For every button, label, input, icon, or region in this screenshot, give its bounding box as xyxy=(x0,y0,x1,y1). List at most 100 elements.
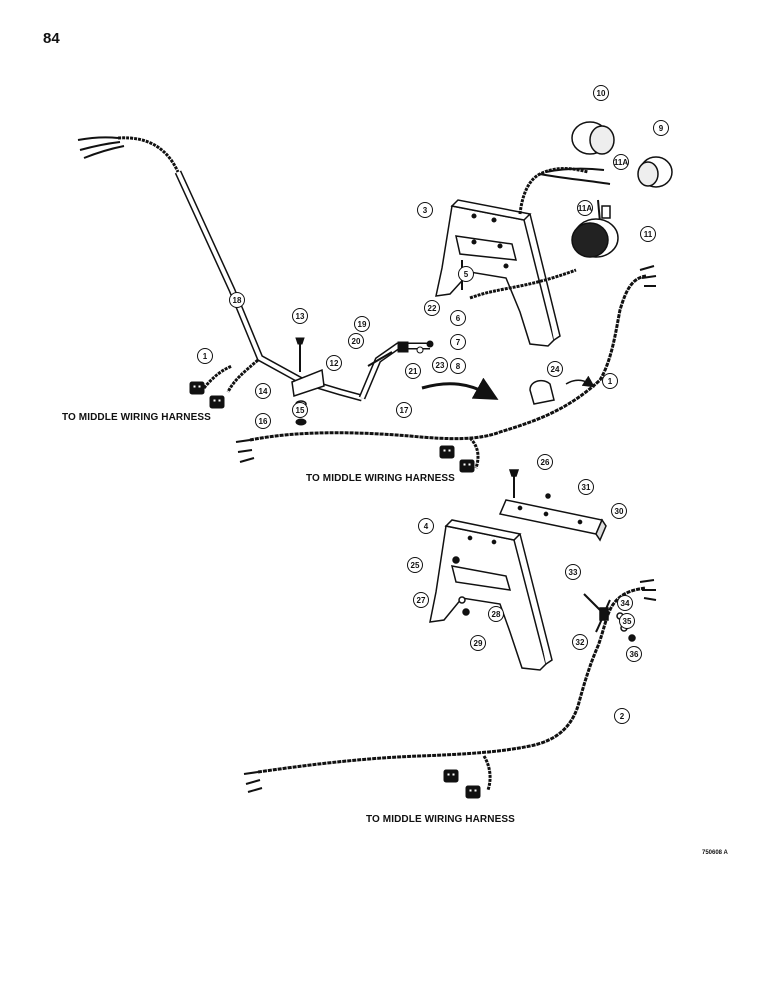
callout-11: 11 xyxy=(640,226,656,242)
callout-18: 18 xyxy=(229,292,245,308)
callout-circle xyxy=(292,308,308,324)
callout-circle xyxy=(450,334,466,350)
callout-34: 34 xyxy=(617,595,633,611)
note-middle-harness-center: TO MIDDLE WIRING HARNESS xyxy=(306,473,455,484)
callout-number: 28 xyxy=(492,610,501,619)
callout-circle xyxy=(405,363,421,379)
callout-number: 11A xyxy=(578,204,592,213)
callout-circle xyxy=(653,120,669,136)
callout-12: 12 xyxy=(326,355,342,371)
lower-clamp-hardware xyxy=(583,593,636,642)
callout-circle xyxy=(578,479,594,495)
callout-26: 26 xyxy=(537,454,553,470)
callout-number: 36 xyxy=(630,650,639,659)
mounting-plate xyxy=(498,469,607,542)
page-number: 84 xyxy=(43,30,60,47)
harness-clip xyxy=(529,375,595,405)
callout-number: 1 xyxy=(608,377,613,386)
callout-circle xyxy=(577,200,593,216)
callout-10: 10 xyxy=(593,85,609,101)
callout-31: 31 xyxy=(578,479,594,495)
callout-13: 13 xyxy=(292,308,308,324)
callout-number: 14 xyxy=(259,387,268,396)
callout-number: 30 xyxy=(615,507,624,516)
callout-number: 13 xyxy=(296,312,305,321)
work-lamp-9 xyxy=(637,156,673,188)
callout-number: 17 xyxy=(400,406,409,415)
work-lamp-11 xyxy=(571,205,619,258)
callout-circle xyxy=(458,266,474,282)
callout-circle xyxy=(407,557,423,573)
callout-circle xyxy=(292,402,308,418)
callout-circle xyxy=(617,595,633,611)
callout-number: 23 xyxy=(436,361,445,370)
clamp-assembly-left xyxy=(291,337,325,426)
callout-number: 21 xyxy=(409,367,418,376)
callout-19: 19 xyxy=(354,316,370,332)
callout-number: 1 xyxy=(203,352,208,361)
callout-circle xyxy=(197,348,213,364)
callout-33: 33 xyxy=(565,564,581,580)
figure-reference: 750608 A xyxy=(702,850,728,856)
callout-number: 9 xyxy=(659,124,664,133)
callout-number: 10 xyxy=(597,89,606,98)
callout-number: 5 xyxy=(464,270,469,279)
callout-number: 11A xyxy=(614,158,628,167)
callout-circle xyxy=(450,310,466,326)
callout-number: 35 xyxy=(623,617,632,626)
clamp-assembly-right xyxy=(367,340,434,367)
callout-circle xyxy=(602,373,618,389)
callout-circle xyxy=(572,634,588,650)
callout-28: 28 xyxy=(488,606,504,622)
callout-32: 32 xyxy=(572,634,588,650)
callout-number: 20 xyxy=(352,337,361,346)
callout-1: 1 xyxy=(602,373,618,389)
callout-29: 29 xyxy=(470,635,486,651)
callout-circle xyxy=(640,226,656,242)
callout-8: 8 xyxy=(450,358,466,374)
callout-circle xyxy=(229,292,245,308)
callout-11a: 11A xyxy=(577,200,593,216)
callout-circle xyxy=(413,592,429,608)
callout-circle xyxy=(488,606,504,622)
callout-24: 24 xyxy=(547,361,563,377)
callout-circle xyxy=(396,402,412,418)
callout-circle xyxy=(619,613,635,629)
callout-circle xyxy=(424,300,440,316)
callout-number: 8 xyxy=(456,362,461,371)
note-middle-harness-left: TO MIDDLE WIRING HARNESS xyxy=(62,412,211,423)
callout-20: 20 xyxy=(348,333,364,349)
callout-16: 16 xyxy=(255,413,271,429)
lower-harness xyxy=(243,579,657,793)
callout-number: 7 xyxy=(456,338,461,347)
connector-group-upper xyxy=(439,445,475,473)
callout-22: 22 xyxy=(424,300,440,316)
callout-number: 34 xyxy=(621,599,630,608)
callout-1: 1 xyxy=(197,348,213,364)
lamp-harness xyxy=(469,167,611,300)
callout-circle xyxy=(354,316,370,332)
callout-27: 27 xyxy=(413,592,429,608)
callout-36: 36 xyxy=(626,646,642,662)
callout-number: 25 xyxy=(411,561,420,570)
callout-21: 21 xyxy=(405,363,421,379)
callout-7: 7 xyxy=(450,334,466,350)
light-bracket-lower xyxy=(429,519,553,671)
callout-circle xyxy=(547,361,563,377)
callout-labels: 1123456789101111A11A12131415161718192021… xyxy=(197,85,669,724)
callout-number: 29 xyxy=(474,639,483,648)
light-bracket-upper xyxy=(435,199,561,347)
callout-3: 3 xyxy=(417,202,433,218)
callout-2: 2 xyxy=(614,708,630,724)
callout-number: 12 xyxy=(330,359,339,368)
callout-11a: 11A xyxy=(613,154,629,170)
callout-number: 16 xyxy=(259,417,268,426)
callout-number: 18 xyxy=(233,296,242,305)
callout-circle xyxy=(537,454,553,470)
callout-5: 5 xyxy=(458,266,474,282)
callout-circle xyxy=(326,355,342,371)
callout-number: 15 xyxy=(296,406,305,415)
callout-number: 27 xyxy=(417,596,426,605)
